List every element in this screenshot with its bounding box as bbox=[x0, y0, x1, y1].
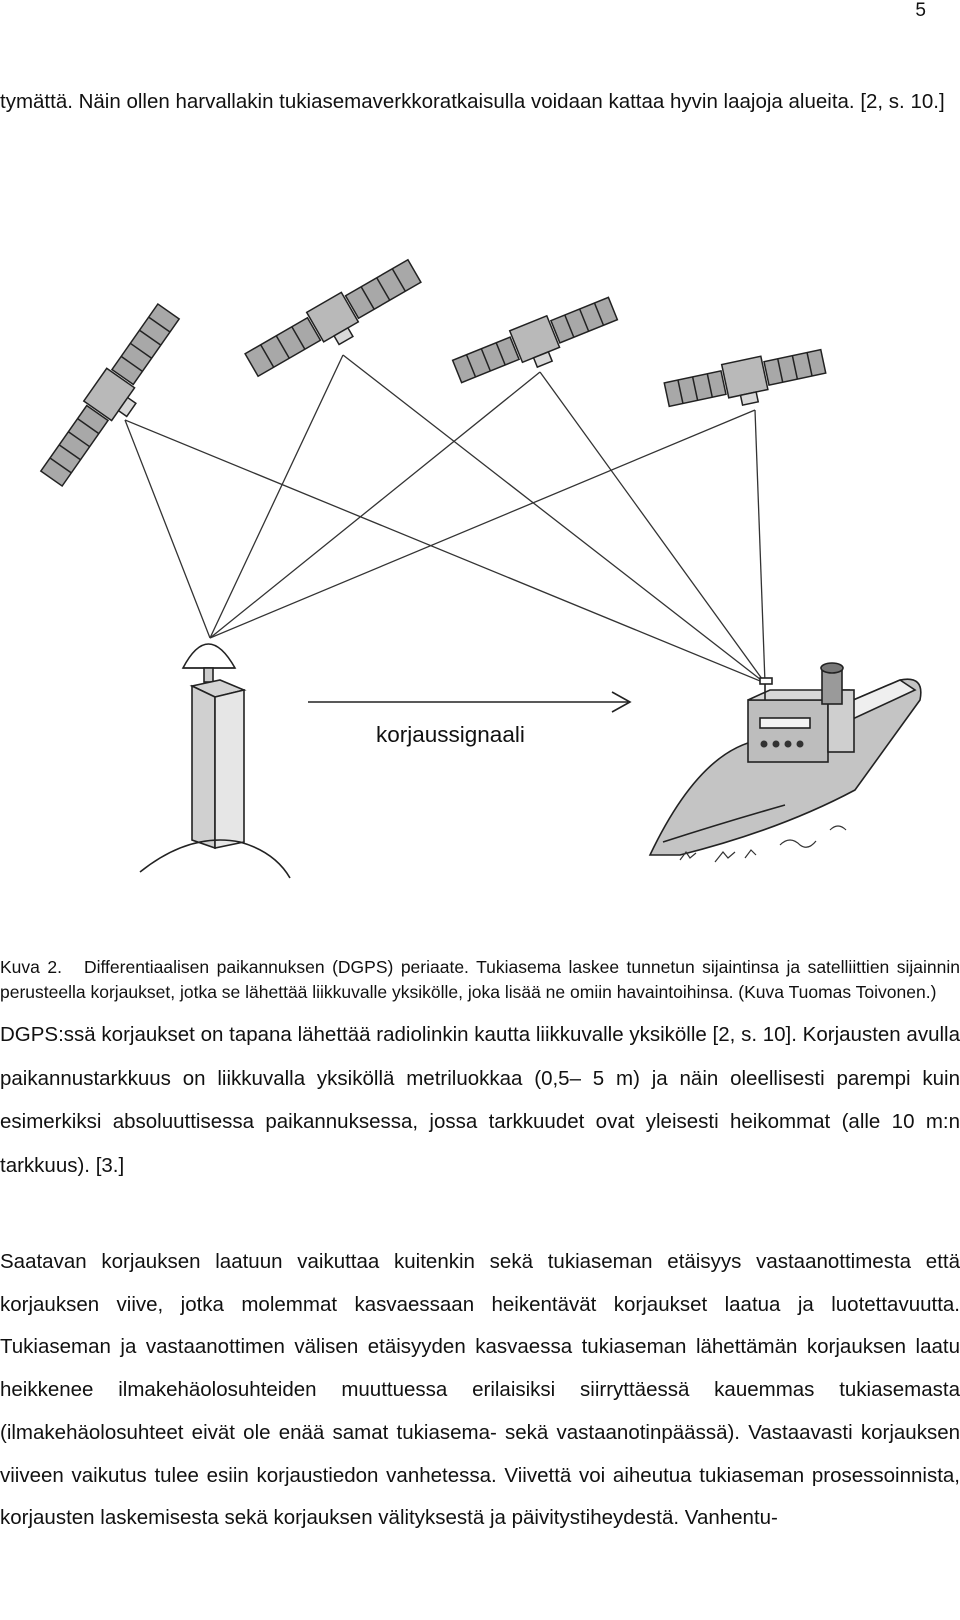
signal-lines bbox=[124, 354, 766, 684]
satellite-3-icon bbox=[451, 296, 619, 384]
ship-icon bbox=[648, 662, 922, 856]
figure-caption: Kuva 2.Differentiaalisen paikannuksen (D… bbox=[0, 955, 960, 1005]
paragraph-dgps: DGPS:ssä korjaukset on tapana lähettää r… bbox=[0, 1023, 960, 1177]
satellite-2-icon bbox=[244, 258, 422, 378]
paragraph-correction-quality: Saatavan korjauksen laatuun vaikuttaa ku… bbox=[0, 1250, 960, 1530]
caption-text: Differentiaalisen paikannuksen (DGPS) pe… bbox=[0, 957, 960, 1002]
base-station-icon bbox=[139, 643, 291, 879]
signal-label: korjaussignaali bbox=[376, 722, 525, 747]
paragraph-continuation: tymättä. Näin ollen harvallakin tukiasem… bbox=[0, 90, 945, 113]
water-waves-icon bbox=[679, 825, 847, 863]
caption-label: Kuva 2. bbox=[0, 957, 62, 977]
satellite-1-icon bbox=[39, 302, 181, 488]
signal-arrow-icon bbox=[308, 691, 632, 713]
dgps-figure: korjaussignaali bbox=[0, 250, 960, 900]
satellite-4-icon bbox=[663, 348, 827, 408]
page-number: 5 bbox=[915, 0, 926, 21]
